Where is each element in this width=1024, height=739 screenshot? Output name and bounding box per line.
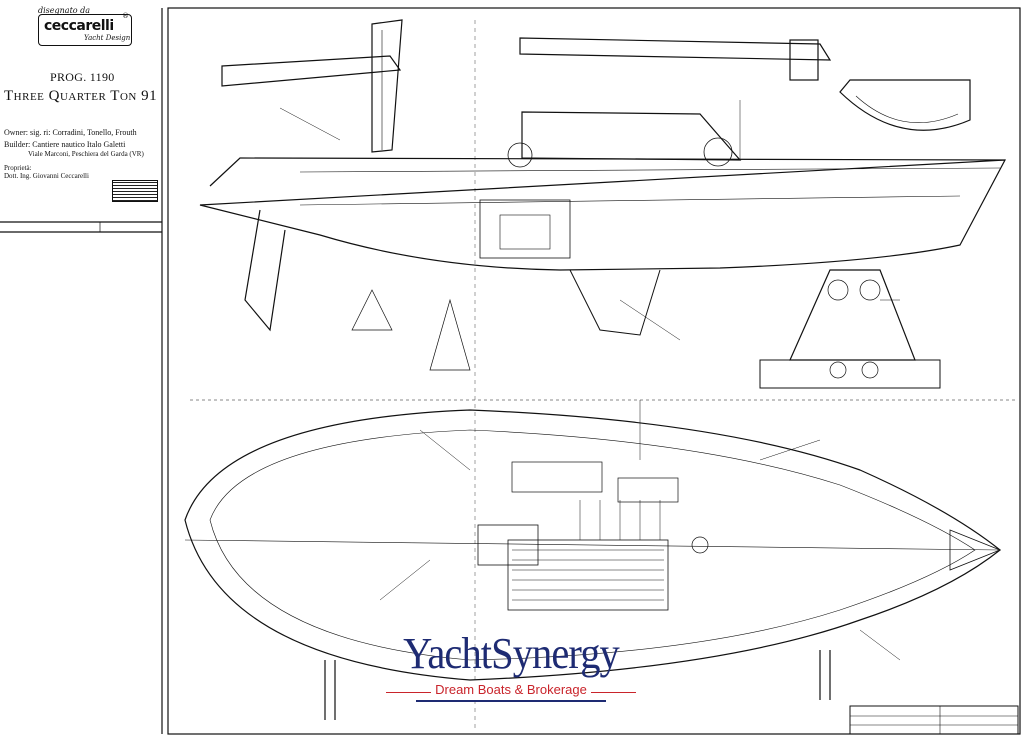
designer-logo	[38, 14, 132, 46]
proprietor-label: Proprietà:	[4, 164, 32, 172]
mast-section	[221, 55, 402, 87]
logo-name: ceccarelli	[44, 18, 114, 34]
watermark-rule-blue	[416, 700, 606, 702]
builder-line: Builder: Cantiere nautico Italo Galetti	[4, 140, 126, 149]
approval-stamp	[112, 180, 158, 202]
watermark-tagline: Dream Boats & Brokerage	[431, 682, 591, 697]
logo-sub: Yacht Design	[84, 34, 131, 42]
registered-mark: ®	[122, 12, 129, 20]
deck-line	[209, 157, 1006, 187]
keel-profile	[569, 269, 661, 336]
rudder-profile	[244, 209, 286, 332]
hull-profile	[199, 159, 1007, 271]
drawing-title-block	[849, 705, 1019, 735]
builder-address: Viale Marconi, Peschiera del Garda (VR)	[28, 150, 144, 158]
project-title: Three Quarter Ton 91	[4, 88, 158, 104]
owner-line: Owner: sig. ri: Corradini, Tonello, Frou…	[4, 128, 137, 137]
logo-top-text: disegnato da	[38, 6, 91, 15]
watermark-title: YachtSynergy	[403, 629, 620, 678]
cockpit	[507, 539, 669, 611]
sheet-border	[167, 7, 1021, 735]
transom-section	[839, 79, 971, 131]
project-number: PROG. 1190	[50, 70, 115, 84]
cabin-top	[521, 111, 742, 161]
boom-detail	[519, 37, 832, 61]
proprietor-name: Dott. Ing. Giovanni Ceccarelli	[4, 172, 89, 180]
keel-section	[789, 269, 916, 361]
watermark: YachtSynergy Dream Boats & Brokerage	[346, 629, 676, 702]
